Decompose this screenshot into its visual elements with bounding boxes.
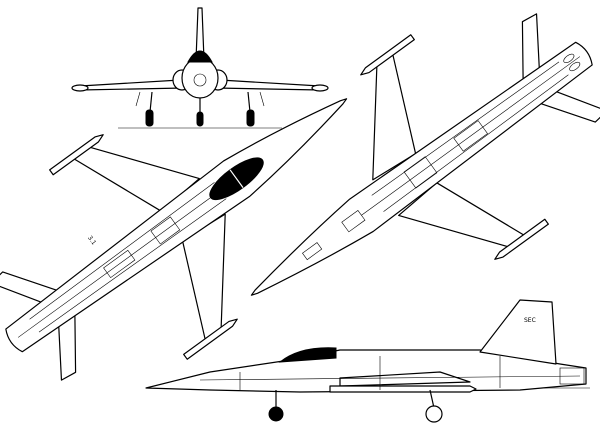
side-fuselage (145, 349, 587, 393)
front-canopy (187, 50, 213, 63)
top-lower-missile (183, 318, 238, 360)
front-right-wing (215, 79, 321, 91)
bottom-upper-missile (360, 34, 415, 76)
front-nose (193, 73, 207, 87)
side-main-wheel (425, 405, 443, 423)
side-tail-marking: SEC (524, 317, 536, 324)
bottom-view (250, 13, 600, 296)
front-view (71, 7, 329, 129)
top-view: 3.1 (0, 98, 348, 381)
side-missile (329, 385, 477, 393)
front-left-missile (71, 84, 89, 92)
side-nose-wheel (268, 406, 284, 422)
bottom-fuselage (250, 41, 593, 296)
front-left-wing (79, 79, 185, 91)
front-left-wheel (145, 109, 154, 127)
top-fuselage (5, 98, 348, 353)
front-fuselage (181, 57, 219, 99)
side-canopy (278, 347, 337, 363)
front-nose-wheel (196, 111, 204, 127)
side-tail-fin (479, 299, 557, 365)
top-upper-missile (49, 134, 104, 176)
top-wing-marking: 3.1 (86, 235, 97, 247)
front-right-wheel (246, 109, 255, 127)
front-right-missile (311, 84, 329, 92)
side-wing (339, 371, 471, 387)
bottom-lower-missile (494, 218, 549, 260)
side-view: SEC (145, 299, 590, 423)
